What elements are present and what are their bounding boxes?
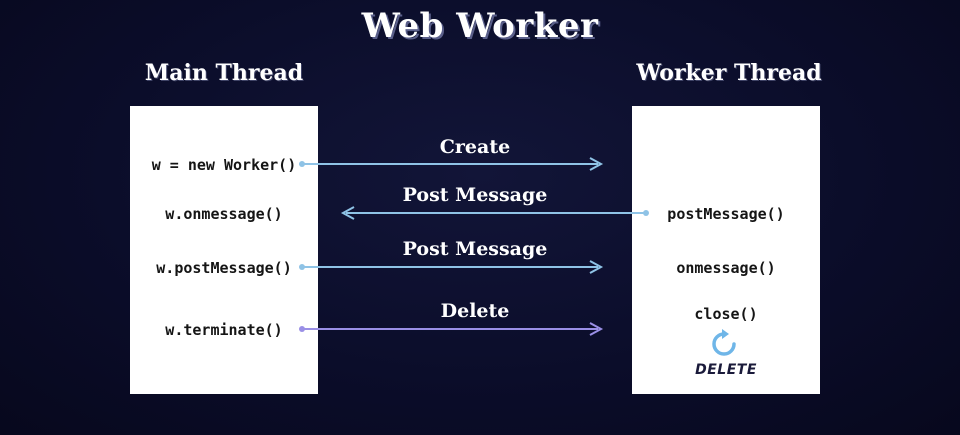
delete-label: Delete <box>440 300 510 322</box>
create-label: Create <box>439 136 511 158</box>
diagram-title: Web Worker <box>361 6 599 46</box>
main-thread-panel: w = new Worker() w.onmessage() w.postMes… <box>130 106 318 394</box>
worker-thread-panel: postMessage() onmessage() close() DELETE <box>632 106 820 394</box>
onmessage-code: w.onmessage() <box>165 205 283 223</box>
worker-close-code: close() <box>694 305 758 323</box>
post-message-label-2: Post Message <box>402 238 548 260</box>
postmessage-code: w.postMessage() <box>156 259 292 277</box>
arrow-post-message-to-main <box>340 206 649 220</box>
arrow-delete <box>299 322 604 336</box>
post-message-label-1: Post Message <box>402 184 548 206</box>
refresh-icon <box>712 329 736 356</box>
arrow-create <box>299 157 604 171</box>
worker-thread-heading: Worker Thread <box>636 60 822 86</box>
delete-stamp: DELETE <box>695 362 757 378</box>
worker-postmessage-code: postMessage() <box>667 205 785 223</box>
main-thread-heading: Main Thread <box>144 60 304 86</box>
new-worker-code: w = new Worker() <box>151 156 297 174</box>
terminate-code: w.terminate() <box>165 321 283 339</box>
worker-onmessage-code: onmessage() <box>676 259 776 277</box>
arrow-post-message-to-worker <box>299 260 604 274</box>
